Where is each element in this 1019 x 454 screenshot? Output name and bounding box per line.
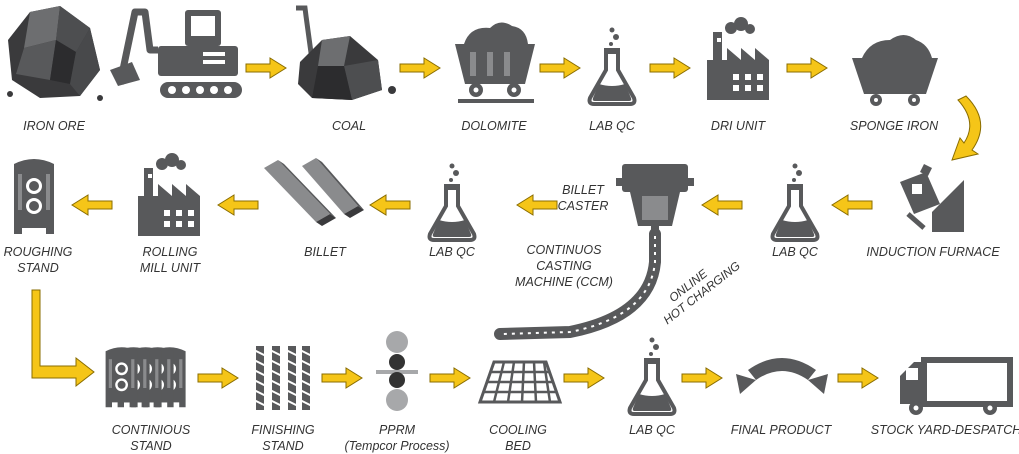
arrow-left-11 xyxy=(217,194,259,216)
label-sponge-iron: SPONGE IRON xyxy=(849,119,939,133)
iron-ore-icon xyxy=(7,6,103,101)
arrow-left-9 xyxy=(516,194,558,216)
flow-arrow-4 xyxy=(649,57,691,79)
flow-arrow-3 xyxy=(539,57,581,79)
flow-arrow-18 xyxy=(681,367,723,389)
pprm-rolls-icon xyxy=(376,331,418,411)
arrow-left-12 xyxy=(71,194,113,216)
label-lab-qc-4: LAB QC xyxy=(629,423,675,437)
roughing-stand-icon xyxy=(14,159,54,234)
ladle-icon xyxy=(616,164,694,234)
billet-icon xyxy=(264,158,364,226)
label-induction-furnace: INDUCTION FURNACE xyxy=(866,245,1000,259)
flow-arrow-6 xyxy=(951,95,982,161)
flow-arrow-13 xyxy=(31,289,95,388)
label-lab-qc-2: LAB QC xyxy=(772,245,818,259)
label-dolomite: DOLOMITE xyxy=(461,119,527,133)
factory-icon xyxy=(138,153,200,236)
flask-icon xyxy=(627,335,677,416)
flask-icon xyxy=(587,25,637,106)
cooling-bed-icon xyxy=(477,360,563,404)
label-stock-yard: STOCK YARD-DESPATCH xyxy=(870,423,1019,437)
label-pprm: PPRM(Tempcor Process) xyxy=(344,423,450,453)
finishing-stand-icon xyxy=(253,346,313,410)
label-billet: BILLET xyxy=(304,245,346,259)
flow-arrow-1 xyxy=(245,57,287,79)
flow-arrow-19 xyxy=(837,367,879,389)
flow-arrow-5 xyxy=(786,57,828,79)
flow-arrow-2 xyxy=(399,57,441,79)
label-lab-qc-1: LAB QC xyxy=(589,119,635,133)
arrow-left-10 xyxy=(369,194,411,216)
dolomite-cart-icon xyxy=(455,22,535,103)
truck-icon xyxy=(900,357,1013,415)
flow-arrow-17 xyxy=(563,367,605,389)
flow-arrow-15 xyxy=(321,367,363,389)
final-product-icon xyxy=(736,358,828,394)
label-dri-unit: DRI UNIT xyxy=(710,119,766,133)
arrow-left-8 xyxy=(701,194,743,216)
flask-icon xyxy=(427,161,477,242)
factory-icon xyxy=(707,17,769,100)
flow-arrow-16 xyxy=(429,367,471,389)
flow-arrow-14 xyxy=(197,367,239,389)
label-coal: COAL xyxy=(331,119,367,133)
continious-stand-icon xyxy=(105,347,186,408)
sponge-iron-cart-icon xyxy=(852,35,938,106)
label-iron-ore: IRON ORE xyxy=(23,119,85,133)
induction-furnace-icon xyxy=(900,164,964,232)
label-final-product: FINAL PRODUCT xyxy=(730,423,832,437)
arrow-left-7 xyxy=(831,194,873,216)
coal-icon xyxy=(296,5,396,100)
flask-icon xyxy=(770,161,820,242)
excavator-icon xyxy=(110,8,242,98)
label-lab-qc-3: LAB QC xyxy=(429,245,475,259)
